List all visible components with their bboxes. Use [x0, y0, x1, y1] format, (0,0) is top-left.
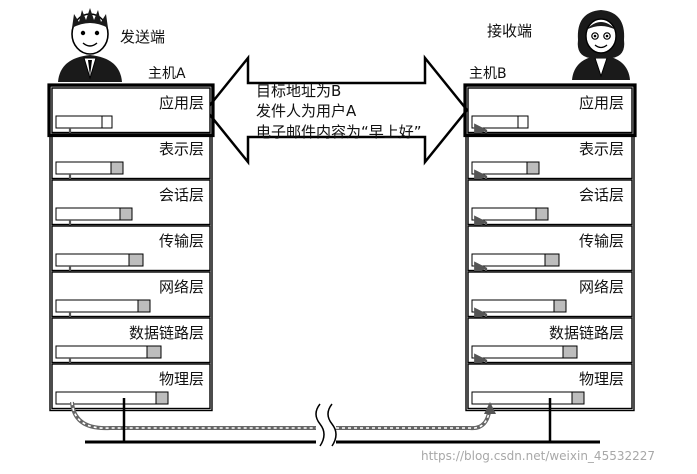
watermark-text: https://blog.csdn.net/weixin_45532227: [421, 449, 655, 463]
message-double-arrow: [204, 54, 469, 166]
message-text: 目标地址为B 发件人为用户A 电子邮件内容为“早上好”: [256, 82, 422, 141]
host-a-layer-label: 应用层: [159, 94, 204, 112]
host-b-packet-header: [517, 115, 529, 129]
message-line-content: 电子邮件内容为“早上好”: [256, 123, 422, 141]
host-b-layer-label: 会话层: [579, 186, 624, 204]
host-b-packet-data: [471, 391, 573, 405]
host-b-layer-label: 数据链路层: [549, 324, 624, 342]
host-a-application-highlight: [47, 83, 215, 138]
host-a-packet-data: [55, 161, 112, 175]
host-a-layer-2: 表示层: [51, 133, 211, 213]
host-a-packet-header: [119, 207, 133, 221]
host-a-packet-header: [137, 299, 151, 313]
receiver-role-label: 接收端: [487, 22, 532, 40]
host-b-packet-header: [553, 299, 567, 313]
host-a-packet-data: [55, 253, 130, 267]
host-b-packet-header: [535, 207, 549, 221]
host-a-layer-box: [51, 87, 211, 134]
host-b-layer-label: 应用层: [579, 94, 624, 112]
host-b-layer-2: 表示层: [467, 133, 633, 206]
host-a-packet-header: [101, 115, 113, 129]
host-a-layer-6: 数据链路层: [51, 317, 211, 397]
host-b-packet-header: [526, 161, 540, 175]
host-a-packet-data: [55, 207, 121, 221]
host-b-layer-label: 网络层: [579, 278, 624, 296]
host-b-packet-data: [471, 115, 519, 129]
host-a-layer-label: 网络层: [159, 278, 204, 296]
sender-host-label: 主机A: [148, 66, 186, 82]
receiver-host-label: 主机B: [469, 66, 507, 82]
host-b-layer-label: 表示层: [579, 140, 624, 158]
host-b-layer-1: 应用层: [467, 87, 633, 160]
host-b-layer-4: 传输层: [467, 225, 633, 298]
host-a-packet-data: [55, 345, 148, 359]
host-b-packet-data: [471, 345, 564, 359]
host-a-layer-7: 物理层: [51, 363, 211, 410]
network-link: [70, 398, 600, 444]
host-a-layer-label: 表示层: [159, 140, 204, 158]
man-avatar-icon: [58, 8, 122, 82]
host-a-packet-header: [155, 391, 169, 405]
host-b-layer-label: 物理层: [579, 370, 624, 388]
host-a-packet-header: [110, 161, 124, 175]
host-a-layer-label: 会话层: [159, 186, 204, 204]
host-b-layer-7: 物理层: [467, 363, 633, 410]
host-a-layer-4: 传输层: [51, 225, 211, 305]
host-a-layer-3: 会话层: [51, 179, 211, 259]
host-a-packet-header: [146, 345, 162, 359]
host-b-application-highlight: [463, 83, 637, 138]
host-b-packet-header: [562, 345, 578, 359]
host-b-packet-data: [471, 299, 555, 313]
message-line-sender: 发件人为用户A: [256, 102, 357, 120]
sender-role-label: 发送端: [120, 28, 165, 46]
host-b-layer-3: 会话层: [467, 179, 633, 252]
host-a-layer-label: 数据链路层: [129, 324, 204, 342]
host-a-packet-data: [55, 115, 103, 129]
host-b-layer-6: 数据链路层: [467, 317, 633, 390]
host-b-packet-data: [471, 253, 546, 267]
host-b-packet-header: [544, 253, 560, 267]
host-b-layer-label: 传输层: [579, 232, 624, 250]
woman-avatar-icon: [572, 10, 630, 80]
line-break-icon: [315, 403, 337, 447]
host-b-packet-data: [471, 161, 528, 175]
host-a-layer-1: 应用层: [51, 87, 211, 167]
host-a-packet-header: [128, 253, 144, 267]
host-a-layer-5: 网络层: [51, 271, 211, 351]
host-a-packet-data: [55, 299, 139, 313]
host-a-layer-label: 传输层: [159, 232, 204, 250]
host-b-layer-5: 网络层: [467, 271, 633, 344]
host-b-packet-data: [471, 207, 537, 221]
message-line-destination: 目标地址为B: [256, 82, 341, 100]
host-b-packet-header: [571, 391, 585, 405]
host-a-layer-label: 物理层: [159, 370, 204, 388]
